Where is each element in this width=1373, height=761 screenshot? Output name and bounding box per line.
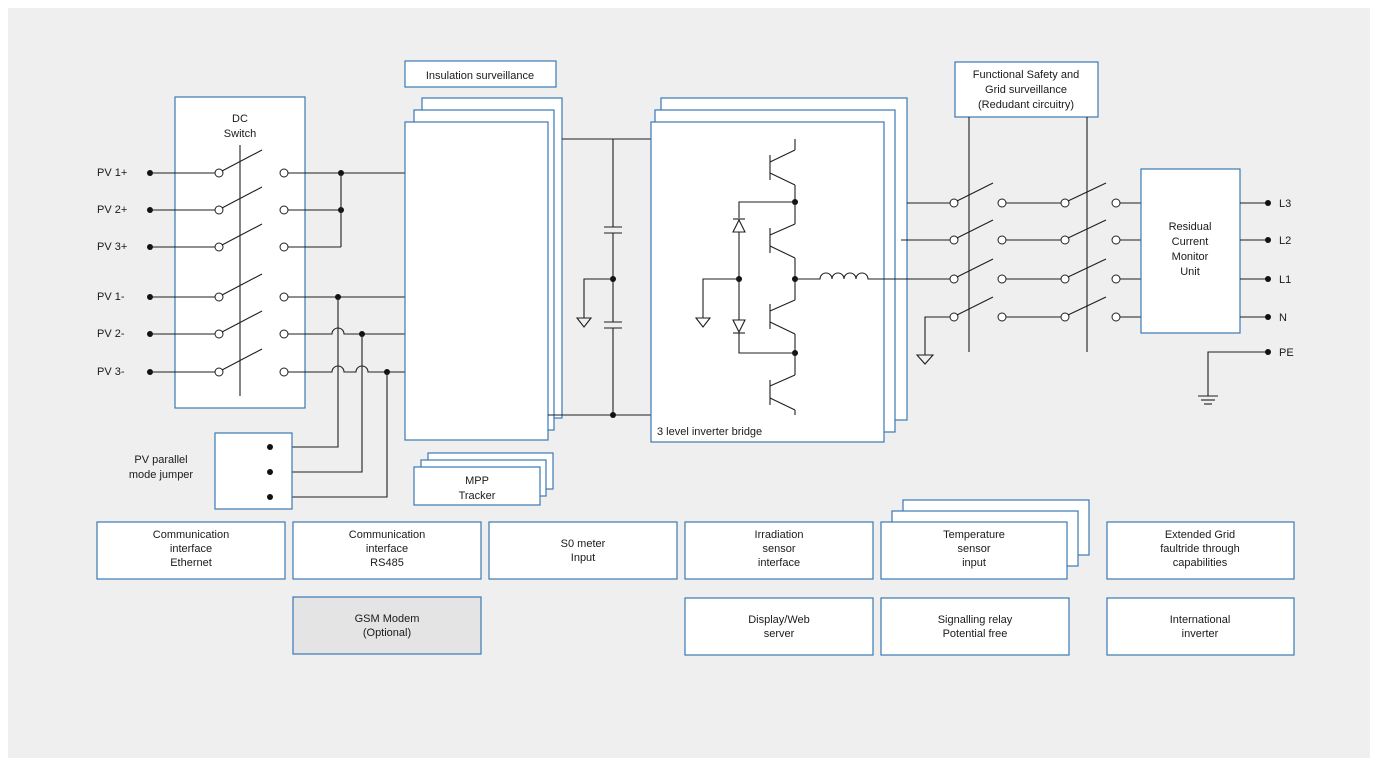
grid-faultride-label-3: capabilities: [1173, 557, 1228, 569]
gsm-modem-label-1: GSM Modem: [355, 613, 420, 625]
functional-safety-label-3: (Redudant circuitry): [978, 99, 1074, 111]
converter-stack-front: [404, 121, 549, 441]
inverter-bridge-box: [650, 121, 885, 443]
relay-contacts: [949, 182, 1141, 322]
pv-label-4: PV 1-: [97, 291, 125, 303]
pv-row-2: PV 2+: [97, 186, 289, 216]
pv-jumper-box: [214, 432, 293, 510]
rs485-label-3: RS485: [370, 557, 404, 569]
rcmu-box: [1140, 168, 1241, 334]
feature-boxes: Communication interface Ethernet Communi…: [96, 499, 1295, 656]
s0-meter-box: [488, 521, 678, 580]
mpp-label-1: MPP: [465, 475, 489, 487]
pv-label-3: PV 3+: [97, 241, 127, 253]
rs485-box: [292, 521, 482, 580]
pv-row-3: PV 3+: [97, 223, 289, 253]
functional-safety-label-2: Grid surveillance: [985, 84, 1067, 96]
display-web-label-1: Display/Web: [748, 614, 810, 626]
grid-faultride-box: [1106, 521, 1295, 580]
temperature-label-2: sensor: [957, 543, 990, 555]
ethernet-box: [96, 521, 286, 580]
output-l2: L2: [1279, 235, 1291, 247]
pv-row-5: PV 2-: [97, 310, 289, 340]
rs485-label-1: Communication: [349, 529, 425, 541]
irradiation-box: [684, 521, 874, 580]
output-n: N: [1279, 312, 1287, 324]
ethernet-label-2: interface: [170, 543, 212, 555]
pv-input-rows: PV 1+ PV 2+ PV 3+ PV 1-: [97, 149, 289, 378]
insulation-surveillance-label: Insulation surveillance: [426, 70, 534, 82]
s0-meter-label-1: S0 meter: [561, 538, 606, 550]
display-web-label-2: server: [764, 628, 795, 640]
signalling-relay-box: [880, 597, 1070, 656]
grid-faultride-label-2: faultride through: [1160, 543, 1240, 555]
mpp-label-2: Tracker: [459, 490, 496, 502]
pv-label-5: PV 2-: [97, 328, 125, 340]
signalling-relay-label-2: Potential free: [943, 628, 1008, 640]
pv-jumper-label-1: PV parallel: [134, 454, 187, 466]
irradiation-label-3: interface: [758, 557, 800, 569]
grid-outputs: L3 L2 L1 N PE: [1198, 198, 1294, 405]
pv-row-6: PV 3-: [97, 348, 289, 378]
irradiation-label-1: Irradiation: [755, 529, 804, 541]
ac-output-wiring: [901, 202, 950, 365]
output-l1: L1: [1279, 274, 1291, 286]
rs485-label-2: interface: [366, 543, 408, 555]
international-inverter-box: [1106, 597, 1295, 656]
output-pe: PE: [1279, 347, 1294, 359]
ethernet-label-1: Communication: [153, 529, 229, 541]
temperature-label-1: Temperature: [943, 529, 1005, 541]
pv-label-1: PV 1+: [97, 167, 127, 179]
pv-row-1: PV 1+: [97, 149, 289, 179]
mpp-tracker-box: [413, 466, 541, 506]
rcmu-label-2: Current: [1172, 236, 1209, 248]
display-web-box: [684, 597, 874, 656]
grid-faultride-label-1: Extended Grid: [1165, 529, 1235, 541]
dc-switch-title-1: DC: [232, 113, 248, 125]
temperature-label-3: input: [962, 557, 986, 569]
international-inverter-label-1: International: [1170, 614, 1231, 626]
rcmu-label-4: Unit: [1180, 266, 1200, 278]
dc-link: [548, 138, 651, 418]
pv-label-6: PV 3-: [97, 366, 125, 378]
gsm-modem-label-2: (Optional): [363, 627, 411, 639]
pv-jumper-label-2: mode jumper: [129, 469, 194, 481]
inverter-bridge-circuit: [694, 139, 907, 415]
functional-safety-box: [954, 61, 1099, 118]
insulation-surveillance-box: [404, 60, 557, 88]
ethernet-label-3: Ethernet: [170, 557, 212, 569]
temperature-box: [880, 521, 1068, 580]
rcmu-label-1: Residual: [1169, 221, 1212, 233]
functional-safety-label-1: Functional Safety and: [973, 69, 1079, 81]
signalling-relay-label-1: Signalling relay: [938, 614, 1013, 626]
s0-meter-label-2: Input: [571, 552, 595, 564]
dc-switch-title-2: Switch: [224, 128, 256, 140]
dc-bus-wiring: [270, 170, 405, 498]
inverter-bridge-label: 3 level inverter bridge: [657, 426, 762, 438]
gsm-modem-box: [292, 596, 482, 655]
pv-row-4: PV 1-: [97, 273, 289, 303]
international-inverter-label-2: inverter: [1182, 628, 1219, 640]
output-l3: L3: [1279, 198, 1291, 210]
pv-label-2: PV 2+: [97, 204, 127, 216]
rcmu-label-3: Monitor: [1172, 251, 1209, 263]
irradiation-label-2: sensor: [762, 543, 795, 555]
